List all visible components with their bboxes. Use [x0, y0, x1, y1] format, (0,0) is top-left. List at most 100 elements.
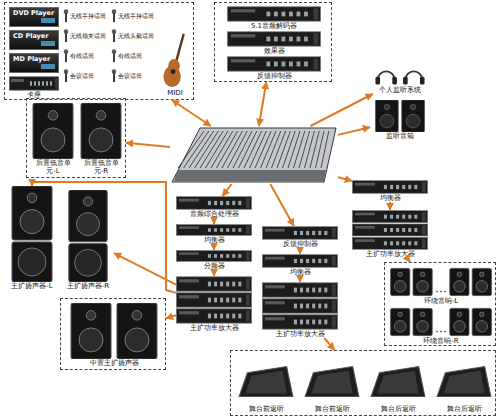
rack-handle [313, 8, 318, 19]
rack-knob [312, 320, 315, 325]
device-icon [389, 307, 493, 337]
rack-unit: 音频综合处理器 [176, 196, 252, 218]
rack-handle [422, 239, 426, 248]
group-box: 舞台前返听舞台前返听舞台后返听舞台后返听 [230, 350, 496, 416]
signal-arrow [389, 202, 391, 210]
rack-handle [332, 284, 336, 295]
stage-monitor: 舞台前返听 [301, 355, 363, 413]
rack-unit: 均衡器 [176, 224, 252, 244]
cabinet [81, 103, 121, 159]
node-label: 主扩功率放大器 [262, 330, 338, 338]
wedge-grille [377, 371, 418, 394]
rack-panel [352, 237, 427, 249]
cabinet [71, 303, 111, 359]
tweeter [410, 104, 415, 109]
rack-knob [312, 304, 315, 309]
signal-arrow [299, 248, 301, 254]
node-label: 无线领夹话筒 [70, 33, 106, 40]
woofer [20, 210, 44, 234]
guitar-body [163, 66, 180, 87]
device-icon [176, 276, 252, 324]
wedge-grille [245, 371, 286, 394]
rack-display [265, 317, 285, 320]
rack-unit: 主扩功率放大器 [352, 210, 428, 258]
device-art [176, 276, 252, 324]
woofer [417, 321, 429, 333]
rack-panel [227, 57, 320, 71]
rack-knob [318, 259, 321, 263]
rack-knob [304, 62, 308, 67]
rack-knob [208, 254, 211, 258]
ellipsis-dot [440, 291, 442, 293]
rack-unit: 效果器 [227, 31, 321, 55]
rack-handle [313, 58, 318, 69]
signal-arrow [407, 258, 410, 262]
woofer [476, 281, 488, 293]
rack-knob [312, 259, 315, 263]
player-display [41, 41, 55, 46]
device-icon [433, 355, 495, 405]
node-label: 个人监听系统 [352, 86, 448, 94]
rack-display [179, 279, 199, 282]
mic-head [112, 29, 117, 34]
tweeter [384, 104, 389, 109]
player-unit: CD Player [9, 30, 59, 50]
rack-knob [297, 12, 301, 17]
rack-knob [214, 282, 217, 287]
mic-icon [111, 49, 117, 63]
ear-cup [403, 77, 408, 85]
rack-knob [306, 288, 309, 293]
rack-knob [238, 298, 241, 303]
rack-knob [324, 231, 327, 235]
cabinet [472, 268, 491, 295]
mic-icon [63, 9, 69, 23]
signal-arrow [223, 184, 232, 196]
signal-arrow [213, 218, 215, 224]
rack-knob [414, 215, 417, 219]
rack-knob [390, 215, 393, 219]
group-box: 环绕音响-L环绕音响-R [384, 262, 496, 346]
mic-body [65, 73, 67, 82]
rack-knob [42, 81, 44, 85]
device-icon [9, 76, 59, 91]
rack-knob [396, 215, 399, 219]
rack-knob [220, 228, 223, 232]
cabinet [413, 268, 432, 295]
rack-knob [318, 304, 321, 309]
device-art [63, 9, 69, 23]
device-art [176, 224, 252, 236]
rack-handle [313, 33, 318, 44]
rack-knob [318, 231, 321, 235]
rack-knob [304, 12, 308, 17]
woofer [125, 328, 149, 352]
tweeter [132, 311, 142, 321]
rack-knob [226, 282, 229, 287]
rack-knob [208, 282, 211, 287]
rack-knob [294, 320, 297, 325]
speaker-pair: 监听音箱 [370, 100, 430, 140]
mic-body [65, 53, 67, 62]
woofer [406, 114, 420, 128]
tweeter [48, 111, 58, 121]
rack-panel [176, 225, 251, 236]
device-icon [79, 103, 123, 159]
speaker-pair: 中置主扩扬声器 [65, 303, 163, 367]
rack-unit: 卡座 [9, 76, 59, 99]
device-icon [352, 210, 428, 250]
rack-display [231, 59, 255, 62]
rack-display [355, 183, 375, 186]
rack-knob [384, 228, 387, 232]
device-icon [62, 190, 114, 282]
signal-arrow [213, 270, 215, 276]
device-art [389, 307, 493, 337]
fader-strip [316, 131, 325, 168]
tweeter [398, 272, 403, 277]
signal-arrow [126, 143, 170, 147]
device-icon [176, 250, 252, 262]
sound-hole [171, 69, 176, 74]
rack-unit: 主扩功率放大器 [262, 282, 338, 338]
mic-body [113, 53, 115, 62]
device-icon [262, 254, 338, 268]
